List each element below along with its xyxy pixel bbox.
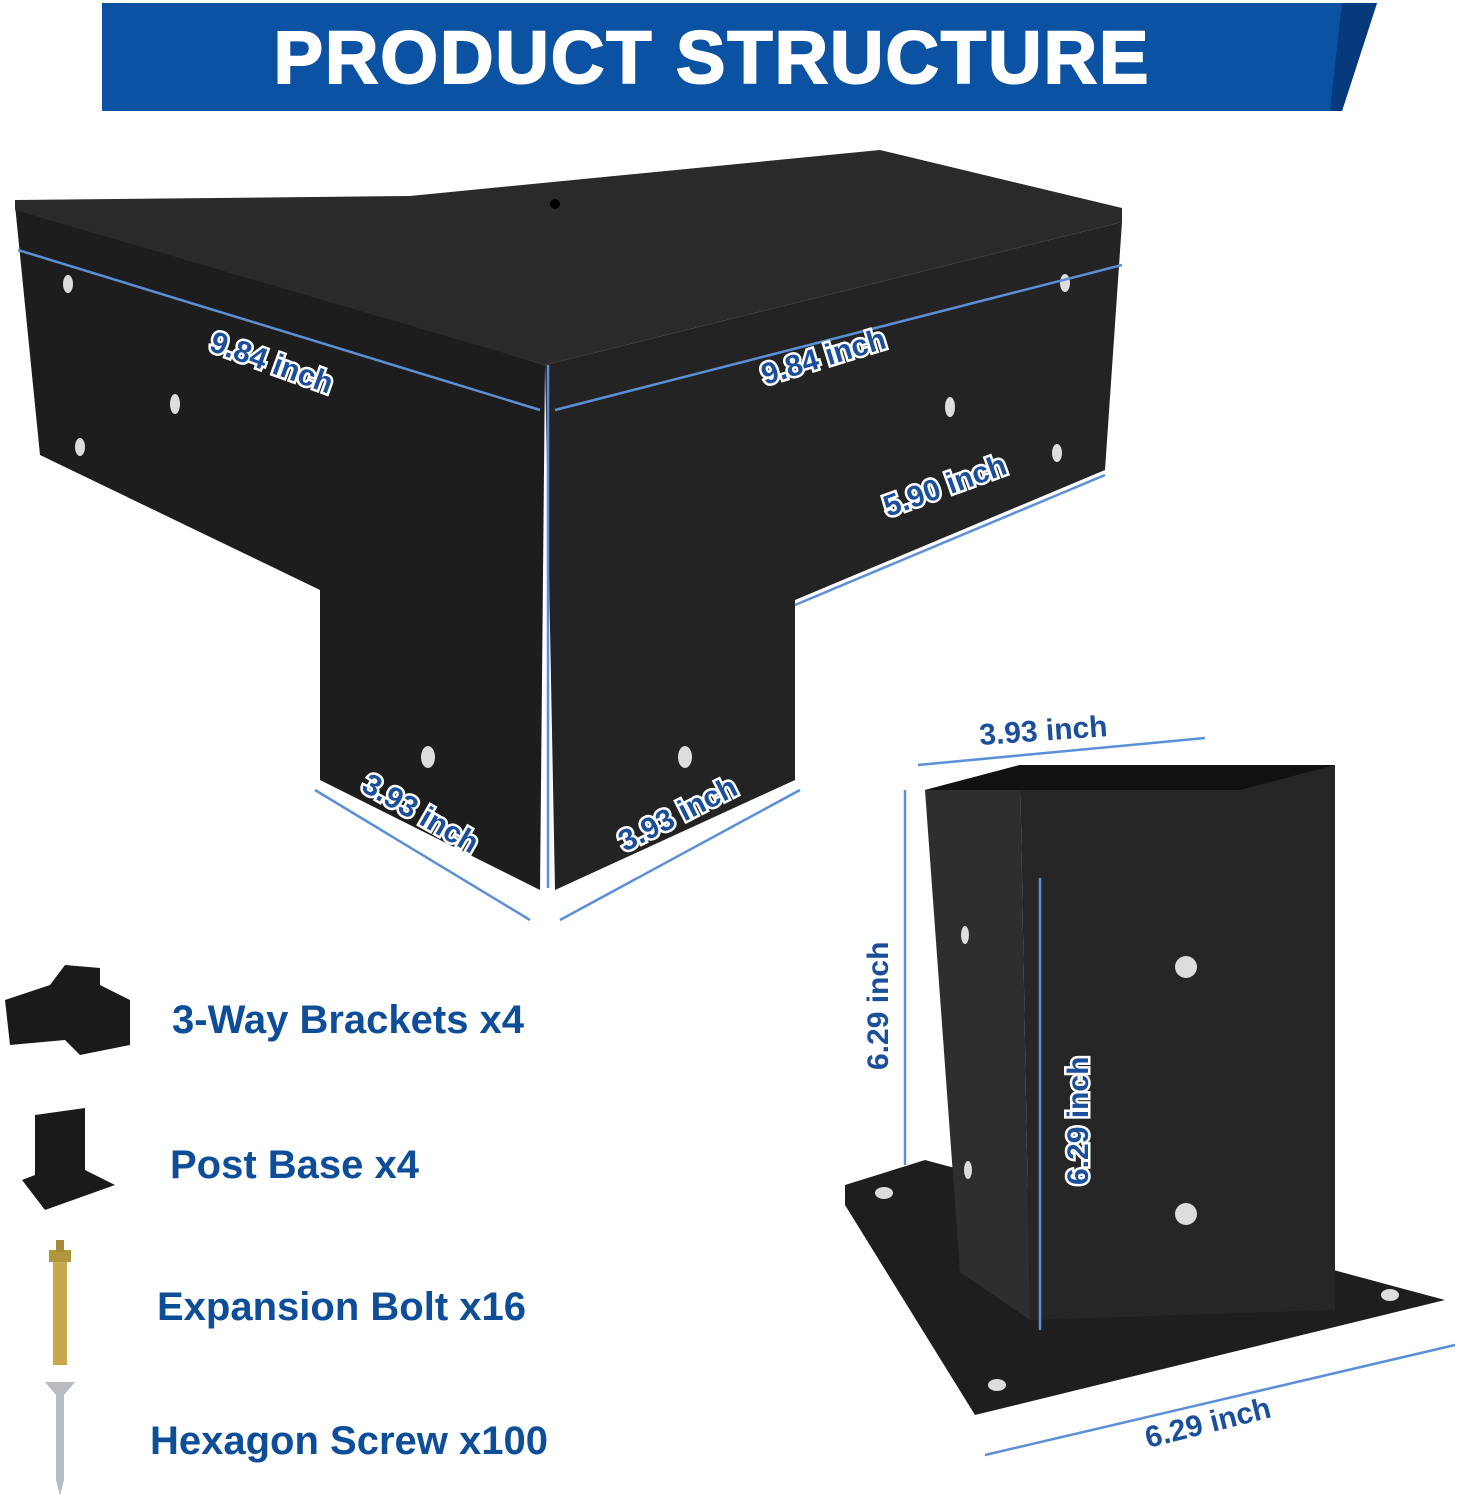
screw-icon [45,1382,75,1496]
header-banner [102,3,1377,111]
contents-item-label: Post Base x4 [170,1143,420,1187]
bracket-icon [5,965,130,1055]
contents-item-label: 3-Way Brackets x4 [172,998,525,1042]
page-title: PRODUCT STRUCTURE [273,15,1151,100]
dimension-label: 6.29 inch [862,942,895,1070]
expansion-bolt-icon [49,1240,71,1365]
dimension-label: 6.29 inch [1062,1057,1095,1185]
contents-item-label: Expansion Bolt x16 [157,1285,526,1329]
bracket-image [15,150,1123,922]
dimension-label: 6.29 inch [1142,1392,1275,1455]
post-base-icon [22,1108,115,1210]
post-base-image [845,736,1456,1457]
contents-item-label: Hexagon Screw x100 [150,1419,548,1463]
dimension-label: 3.93 inch [978,710,1108,752]
